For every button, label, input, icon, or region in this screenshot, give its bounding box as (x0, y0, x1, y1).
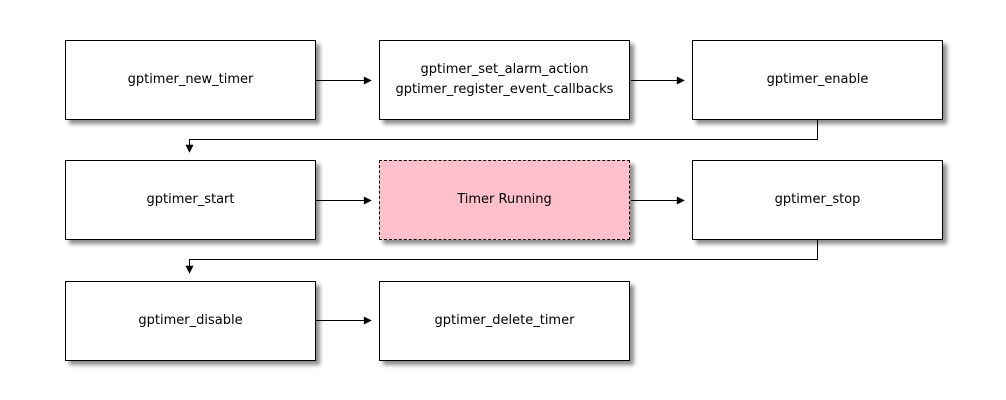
node-gptimer-disable: gptimer_disable (65, 281, 316, 361)
node-label: gptimer_delete_timer (434, 313, 575, 328)
node-label: Timer Running (457, 192, 552, 207)
node-gptimer-enable: gptimer_enable (692, 40, 943, 120)
node-gptimer-set-alarm-action: gptimer_set_alarm_action gptimer_registe… (379, 40, 630, 120)
node-timer-running: Timer Running (379, 160, 630, 240)
node-gptimer-start: gptimer_start (65, 160, 316, 240)
node-gptimer-delete-timer: gptimer_delete_timer (379, 281, 630, 361)
edge-enable-to-start (185, 120, 818, 153)
node-label: gptimer_disable (138, 313, 243, 328)
node-gptimer-new-timer: gptimer_new_timer (65, 40, 316, 120)
node-label: gptimer_set_alarm_action gptimer_registe… (395, 62, 614, 97)
node-gptimer-stop: gptimer_stop (692, 160, 943, 240)
node-label: gptimer_new_timer (127, 72, 254, 87)
node-label: gptimer_enable (766, 72, 869, 87)
node-label: gptimer_stop (774, 192, 861, 207)
node-label: gptimer_start (146, 192, 235, 207)
edge-stop-to-disable (185, 240, 818, 274)
